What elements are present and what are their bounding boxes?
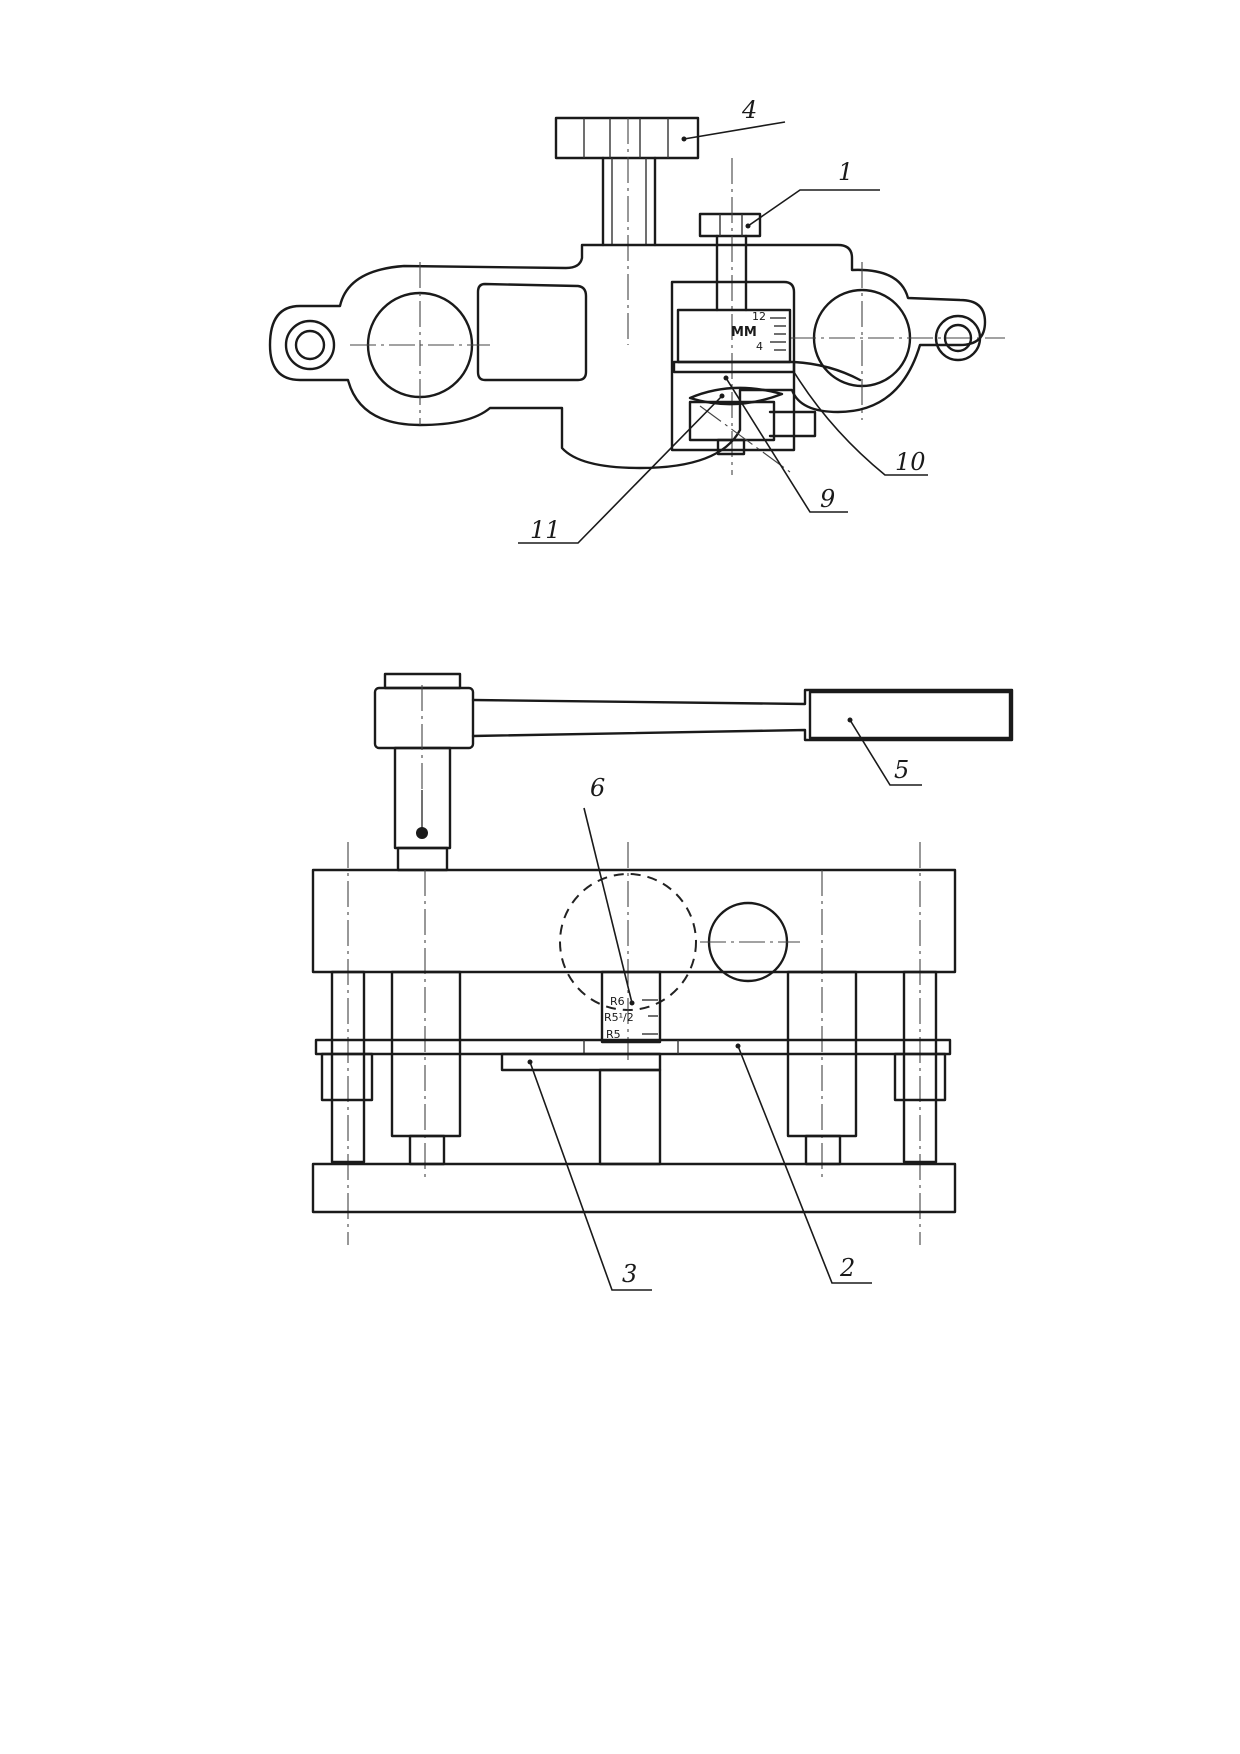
knob-part-4 xyxy=(554,116,700,247)
callout-2: 2 xyxy=(839,1254,855,1282)
gauge-tick-12: 12 xyxy=(752,310,766,323)
callout-10: 10 xyxy=(895,448,926,476)
callout-5: 5 xyxy=(894,756,909,784)
clamp-body xyxy=(268,243,987,470)
gauge-unit-label: MM xyxy=(731,325,757,340)
gauge-tick-4: 4 xyxy=(756,340,763,353)
handle-part-5 xyxy=(373,672,1014,872)
callout-6: 6 xyxy=(590,774,605,802)
radius-label-r5-half: R5¹/2 xyxy=(604,1011,634,1024)
gauge-block: MM 12 4 xyxy=(676,308,792,364)
upper-crossbeam xyxy=(311,868,957,974)
nut-part-1 xyxy=(698,212,762,312)
callout-4: 4 xyxy=(741,96,757,124)
plate-part-3 xyxy=(500,1052,662,1072)
callout-9: 9 xyxy=(820,485,835,513)
callout-1: 1 xyxy=(838,158,853,186)
base-plate xyxy=(311,1162,957,1214)
radius-label-r6: R6 xyxy=(610,995,625,1008)
front-view-drawing: R6 R5¹/2 R5 5 6 3 2 xyxy=(311,672,1014,1291)
top-view-drawing: MM 12 4 4 1 10 9 11 xyxy=(268,96,1005,544)
callout-11: 11 xyxy=(530,516,561,544)
callout-3: 3 xyxy=(622,1260,637,1288)
radius-label-r5: R5 xyxy=(606,1028,621,1041)
radius-scale-part-6: R6 R5¹/2 R5 xyxy=(583,807,662,1044)
